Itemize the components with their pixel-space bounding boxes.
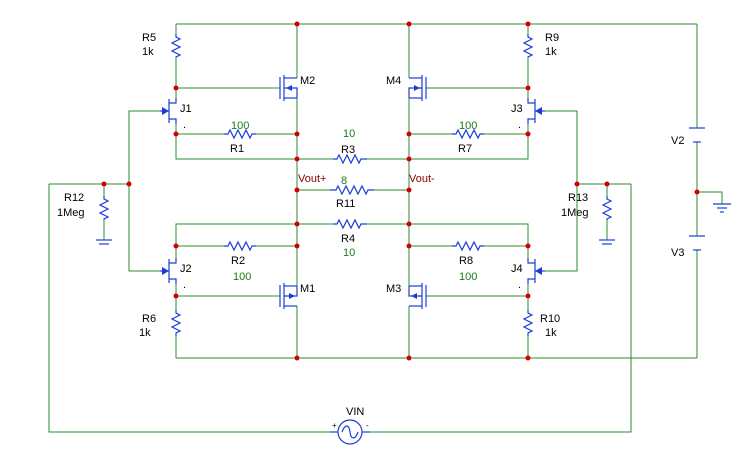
label-r7-value: 100 xyxy=(459,120,477,132)
label-j2-dot: . xyxy=(183,279,186,291)
label-vin-plus: + xyxy=(332,421,337,430)
jfet-j3[interactable] xyxy=(527,98,545,124)
mosfet-m2[interactable] xyxy=(279,75,298,101)
resistor-r13[interactable] xyxy=(601,196,613,220)
mosfet-m3[interactable] xyxy=(408,283,427,309)
label-vin-minus: - xyxy=(366,421,369,430)
r4-right-wire xyxy=(367,223,529,246)
label-r2-value: 100 xyxy=(233,271,251,283)
label-v2: V2 xyxy=(671,135,684,147)
junctions xyxy=(101,21,700,361)
label-r13-name: R13 xyxy=(568,192,588,204)
labels: R5 1k R9 1k R6 1k R10 1k M2 M4 M1 M3 J1 … xyxy=(57,32,684,430)
label-r4-value: 10 xyxy=(343,247,355,259)
resistor-r11[interactable] xyxy=(330,184,374,196)
resistor-r12[interactable] xyxy=(98,196,110,220)
label-j3: J3 xyxy=(511,103,523,115)
jfet-j4[interactable] xyxy=(527,258,545,284)
label-r7-name: R7 xyxy=(458,143,472,155)
label-r12-name: R12 xyxy=(64,192,84,204)
label-r3-value: 10 xyxy=(343,128,355,140)
label-r10-name: R10 xyxy=(540,313,560,325)
label-j4-dot: . xyxy=(518,279,521,291)
label-r12-value: 1Meg xyxy=(57,207,85,219)
label-j3-dot: . xyxy=(518,119,521,131)
ground-wire xyxy=(697,191,723,204)
label-r10-value: 1k xyxy=(545,327,557,339)
resistors xyxy=(98,34,613,336)
resistor-r3[interactable] xyxy=(333,153,367,165)
label-r1-name: R1 xyxy=(230,143,244,155)
resistor-r5[interactable] xyxy=(170,34,182,58)
label-j4: J4 xyxy=(511,263,523,275)
label-r1-value: 100 xyxy=(231,120,249,132)
left-gate-wire xyxy=(128,110,160,272)
mosfet-m1[interactable] xyxy=(279,283,298,309)
resistor-r8[interactable] xyxy=(452,240,484,252)
resistor-r4[interactable] xyxy=(333,218,367,230)
label-r11-name: R11 xyxy=(336,198,355,210)
battery-v3[interactable] xyxy=(689,235,705,251)
label-r13-value: 1Meg xyxy=(561,207,589,219)
ground-symbol-main xyxy=(713,203,731,213)
r4-left-wire xyxy=(175,223,333,246)
label-r8-name: R8 xyxy=(459,255,473,267)
label-j1: J1 xyxy=(180,103,192,115)
resistor-r10[interactable] xyxy=(522,310,534,336)
label-j2: J2 xyxy=(180,263,192,275)
right-gate-wire xyxy=(545,110,578,272)
label-m1: M1 xyxy=(300,283,315,295)
label-r2-name: R2 xyxy=(231,255,245,267)
label-m2: M2 xyxy=(300,75,315,87)
vin-left-wire xyxy=(48,184,330,433)
label-r3-name: R3 xyxy=(341,144,355,156)
label-r9-name: R9 xyxy=(545,32,559,44)
resistor-r6[interactable] xyxy=(170,310,182,336)
label-m3: M3 xyxy=(386,283,401,295)
j1-source-r3-wire xyxy=(175,124,333,160)
resistor-r2[interactable] xyxy=(224,240,256,252)
label-r9-value: 1k xyxy=(545,46,557,58)
label-r5-value: 1k xyxy=(142,46,154,58)
resistor-r1[interactable] xyxy=(224,128,256,140)
label-r8-value: 100 xyxy=(459,271,477,283)
label-r5-name: R5 xyxy=(142,32,156,44)
ground-symbol-r13 xyxy=(599,239,615,245)
resistor-r7[interactable] xyxy=(452,128,484,140)
mosfet-m4[interactable] xyxy=(408,75,427,101)
label-v3: V3 xyxy=(671,247,684,259)
label-vin: VIN xyxy=(346,406,364,418)
j3-source-r3-wire xyxy=(367,124,529,160)
label-j1-dot: . xyxy=(183,119,186,131)
battery-v2[interactable] xyxy=(689,127,705,143)
label-r4-name: R4 xyxy=(341,233,355,245)
label-vout-minus: Vout- xyxy=(409,173,435,185)
jfet-j2[interactable] xyxy=(160,258,177,284)
ac-source-vin[interactable] xyxy=(330,419,370,445)
jfet-j1[interactable] xyxy=(160,98,177,124)
label-m4: M4 xyxy=(386,75,401,87)
label-r6-name: R6 xyxy=(142,313,156,325)
resistor-r9[interactable] xyxy=(522,34,534,58)
label-r6-value: 1k xyxy=(139,327,151,339)
ground-symbol-r12 xyxy=(96,239,112,245)
label-r11-value: 8 xyxy=(341,175,347,187)
label-vout-plus: Vout+ xyxy=(298,173,326,185)
vin-right-wire xyxy=(370,184,632,433)
